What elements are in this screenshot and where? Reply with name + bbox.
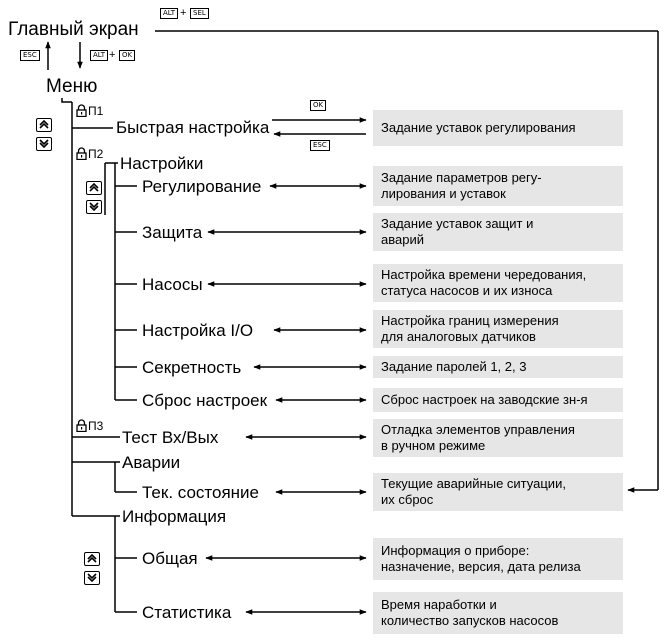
key-alt: ALT bbox=[160, 8, 179, 19]
description-box: Сброс настроек на заводские зн-я bbox=[373, 388, 623, 412]
description-line: аварий bbox=[381, 232, 424, 247]
key-esc: ESC bbox=[310, 140, 330, 151]
menu-item-settings: Настройки bbox=[120, 154, 204, 173]
menu-item-regulation: Регулирование bbox=[142, 177, 262, 196]
description-line: для аналоговых датчиков bbox=[381, 329, 536, 344]
description-box: Задание параметров регу-лирования и уста… bbox=[373, 166, 623, 206]
key-esc: ESC bbox=[20, 50, 40, 61]
description-line: Информация о приборе: bbox=[381, 543, 530, 558]
lock-icon bbox=[76, 104, 87, 117]
menu-item-reset: Сброс настроек bbox=[142, 391, 268, 410]
menu-item-alarms: Аварии bbox=[122, 453, 181, 472]
password-level-p3: П3 bbox=[88, 419, 104, 433]
description-text: Задание уставок регулирования bbox=[381, 120, 576, 135]
down-arrow-button-icon bbox=[36, 137, 52, 151]
key-ok: OK bbox=[119, 50, 136, 61]
description-line: лирования и уставок bbox=[381, 186, 506, 201]
description-line: назначение, версия, дата релиза bbox=[381, 559, 581, 574]
password-level-p1: П1 bbox=[88, 104, 104, 118]
up-arrow-button-icon bbox=[84, 552, 100, 566]
description-text: Задание паролей 1, 2, 3 bbox=[381, 359, 527, 374]
description-box: Текущие аварийные ситуации,их сброс bbox=[373, 473, 623, 511]
description-box: Информация о приборе:назначение, версия,… bbox=[373, 538, 623, 580]
description-line: в ручном режиме bbox=[381, 438, 486, 453]
key-alt: ALT bbox=[90, 50, 109, 61]
key-sel: SEL bbox=[190, 8, 209, 19]
menu-item-security: Секретность bbox=[142, 358, 242, 377]
description-line: Задание уставок защит и bbox=[381, 216, 534, 231]
menu-item-io-test: Тест Вх/Вых bbox=[122, 428, 219, 447]
description-text: Сброс настроек на заводские зн-я bbox=[381, 392, 588, 407]
menu-item-io-setup: Настройка I/O bbox=[142, 321, 254, 340]
up-arrow-button-icon bbox=[86, 181, 102, 195]
menu-label: Меню bbox=[46, 76, 98, 97]
description-box: Задание паролей 1, 2, 3 bbox=[373, 356, 623, 378]
main-screen-label: Главный экран bbox=[8, 19, 139, 40]
lock-icon bbox=[76, 419, 87, 432]
down-arrow-button-icon bbox=[86, 200, 102, 214]
description-line: Отладка элементов управления bbox=[381, 422, 575, 437]
menu-item-quick-setup: Быстрая настройка bbox=[116, 118, 270, 137]
down-arrow-button-icon bbox=[84, 571, 100, 585]
description-line: Задание параметров регу- bbox=[381, 170, 542, 185]
description-line: Время наработки и bbox=[381, 597, 497, 612]
password-level-p2: П2 bbox=[88, 147, 104, 161]
menu-item-information: Информация bbox=[122, 507, 227, 526]
description-line: их сброс bbox=[381, 492, 434, 507]
plus-sign: + bbox=[109, 49, 116, 61]
menu-item-current-state: Тек. состояние bbox=[142, 483, 260, 502]
plus-sign: + bbox=[180, 7, 187, 19]
key-ok: OK bbox=[310, 100, 327, 111]
menu-item-protection: Защита bbox=[142, 223, 203, 242]
menu-item-statistics: Статистика bbox=[142, 603, 232, 622]
description-box: Задание уставок регулирования bbox=[373, 110, 623, 146]
menu-item-pumps: Насосы bbox=[142, 275, 203, 294]
description-line: Текущие аварийные ситуации, bbox=[381, 476, 566, 491]
description-line: Настройка времени чередования, bbox=[381, 267, 587, 282]
description-line: количество запусков насосов bbox=[381, 613, 559, 628]
menu-item-general: Общая bbox=[142, 549, 198, 568]
description-line: статуса насосов и их износа bbox=[381, 283, 553, 298]
description-box: Настройка времени чередования,статуса на… bbox=[373, 264, 623, 302]
up-arrow-button-icon bbox=[36, 118, 52, 132]
description-line: Настройка границ измерения bbox=[381, 313, 559, 328]
lock-icon bbox=[76, 147, 87, 160]
